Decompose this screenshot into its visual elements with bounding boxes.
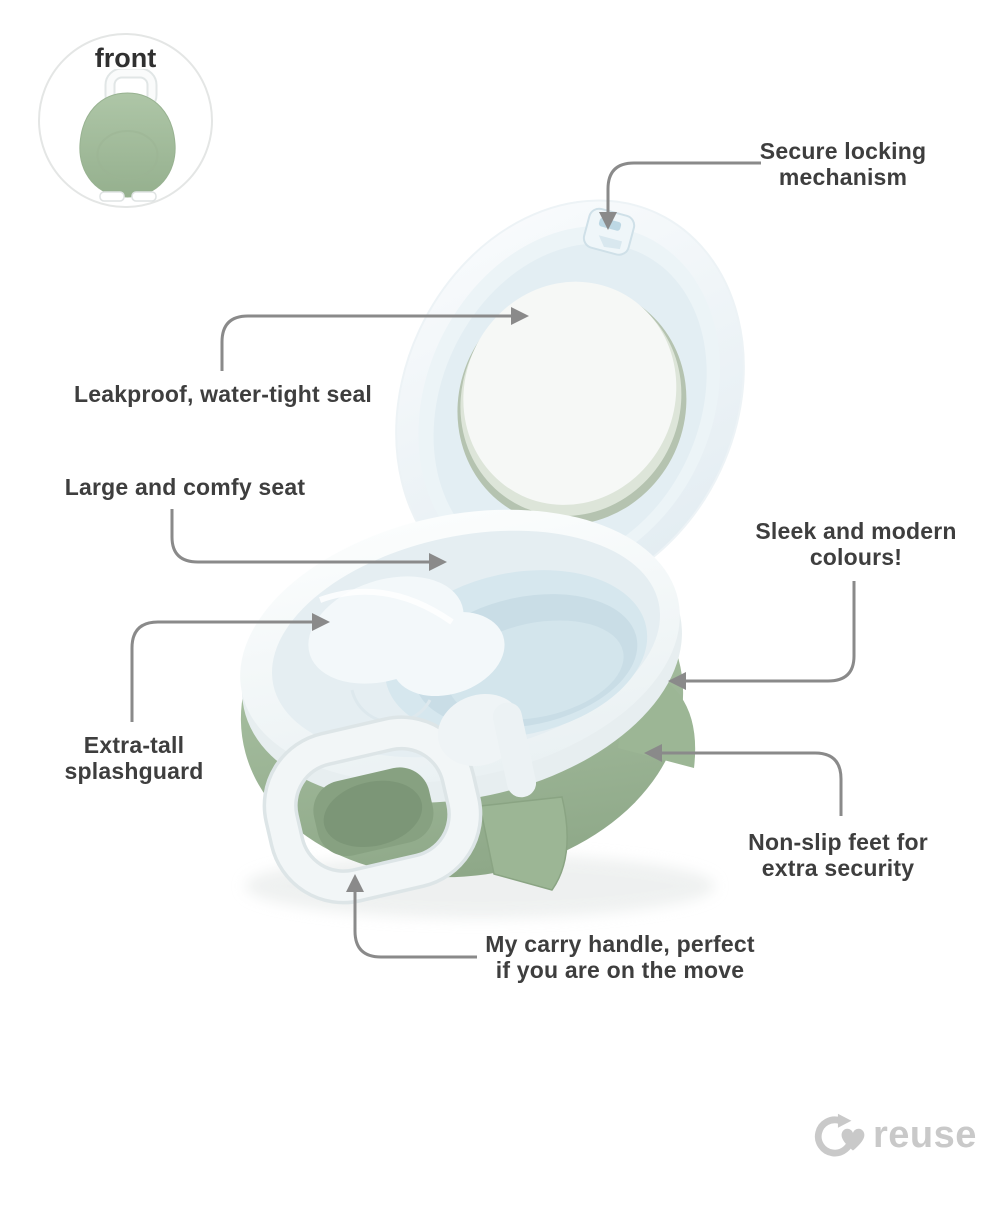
arrow-right-icon — [312, 613, 330, 631]
leader-splashguard — [130, 620, 314, 722]
leader-comfy-seat — [170, 509, 431, 564]
callout-text: Secure locking — [759, 138, 927, 164]
leader-leakproof — [220, 314, 513, 371]
callout-text: Non-slip feet for — [748, 829, 928, 855]
callout-text: extra security — [761, 855, 915, 881]
callout-text: mechanism — [778, 164, 908, 190]
potty-base — [240, 509, 696, 905]
callout-text: Leakproof, water-tight seal — [73, 381, 373, 407]
arrow-right-icon — [429, 553, 447, 571]
callout-text: My carry handle, perfect — [485, 931, 755, 957]
front-view-label: front — [94, 43, 157, 73]
callout-nonslip-feet: Non-slip feet for extra security — [748, 829, 928, 881]
callout-comfy-seat: Large and comfy seat — [65, 474, 305, 500]
splashguard-mound — [308, 576, 505, 697]
leader-lines — [130, 161, 856, 959]
callout-text: splashguard — [64, 758, 204, 784]
reuse-logo: reuse — [812, 1108, 977, 1162]
callout-carry-handle: My carry handle, perfect if you are on t… — [485, 931, 754, 983]
arrow-up-icon — [346, 874, 364, 892]
arrow-left-icon — [644, 744, 662, 762]
leader-colours — [684, 581, 856, 683]
leader-arrowheads — [312, 212, 686, 892]
leader-nonslip — [660, 751, 843, 816]
reuse-logo-icon — [814, 1113, 865, 1157]
heart-icon — [841, 1128, 865, 1151]
callout-secure-locking: Secure locking mechanism — [760, 138, 926, 190]
mini-foot-right — [131, 191, 157, 202]
callout-text: Extra-tall — [83, 732, 185, 758]
mini-foot-left — [99, 191, 125, 202]
leader-secure-locking — [606, 161, 761, 214]
callout-leakproof-seal: Leakproof, water-tight seal — [74, 381, 372, 407]
mini-body — [79, 92, 176, 198]
front-right-foot — [479, 796, 568, 891]
callout-splashguard: Extra-tall splashguard — [65, 732, 204, 784]
callout-text: Sleek and modern — [755, 518, 957, 544]
arrow-down-icon — [599, 212, 617, 230]
arrow-left-icon — [668, 672, 686, 690]
reuse-logo-text: reuse — [873, 1113, 977, 1156]
callout-text: if you are on the move — [495, 957, 745, 983]
callout-text: colours! — [809, 544, 903, 570]
arrow-right-icon — [511, 307, 529, 325]
front-view-inset: front — [38, 33, 213, 208]
front-view-potty-icon — [79, 69, 176, 202]
open-lid — [395, 199, 745, 601]
recycle-arrow-icon — [837, 1113, 852, 1128]
callout-modern-colours: Sleek and modern colours! — [755, 518, 956, 570]
carry-handle — [262, 715, 483, 905]
leader-carry-handle — [353, 890, 477, 959]
callout-text: Large and comfy seat — [64, 474, 306, 500]
